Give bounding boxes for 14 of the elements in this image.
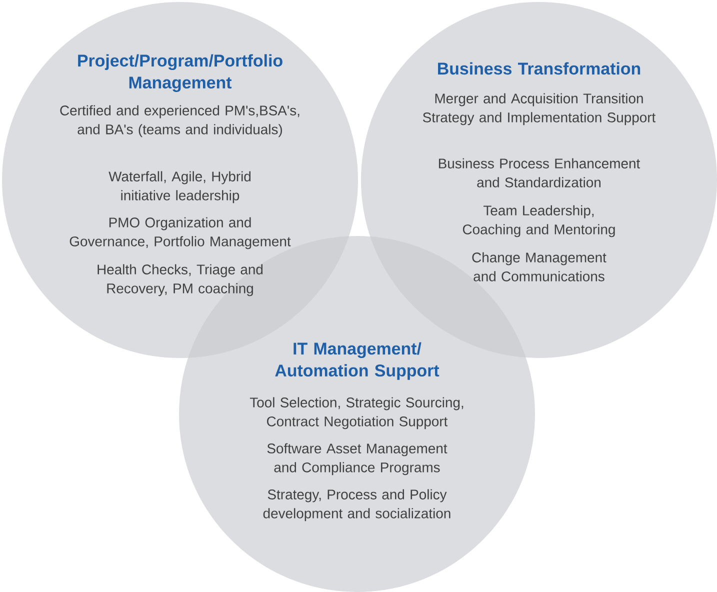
- list-item: Business Process Enhancement and Standardization: [438, 158, 640, 188]
- list-item: PMO Organization and Governance, Portfolio Management: [70, 217, 291, 250]
- list-item: Team Leadership, Coaching and Mentoring: [462, 205, 615, 238]
- list-item: Software Asset Management and Compliance Programs: [267, 443, 448, 476]
- list-item: Change Management and Communications: [472, 252, 606, 282]
- list-item: Tool Selection, Strategic Sourcing, Contract Negotiation Support: [250, 397, 464, 430]
- list-item: Waterfall, Agile, Hybrid initiative leadership: [108, 171, 251, 204]
- circle-heading: IT Management/ Automation Support: [275, 342, 440, 380]
- circle-heading: Business Transformation: [438, 62, 640, 75]
- list-item: Strategy, Process and Policy development and socialization: [263, 489, 450, 522]
- list-item: Certified and experienced PM's,BSA's, and BA's (teams and individuals): [60, 105, 300, 138]
- circle-heading: Project/Program/Portfolio Management: [78, 54, 282, 92]
- list-item: Merger and Acquisition Transition Strategy and Implementation Support: [422, 93, 656, 126]
- list-item: Health Checks, Triage and Recovery, PM coaching: [98, 264, 263, 296]
